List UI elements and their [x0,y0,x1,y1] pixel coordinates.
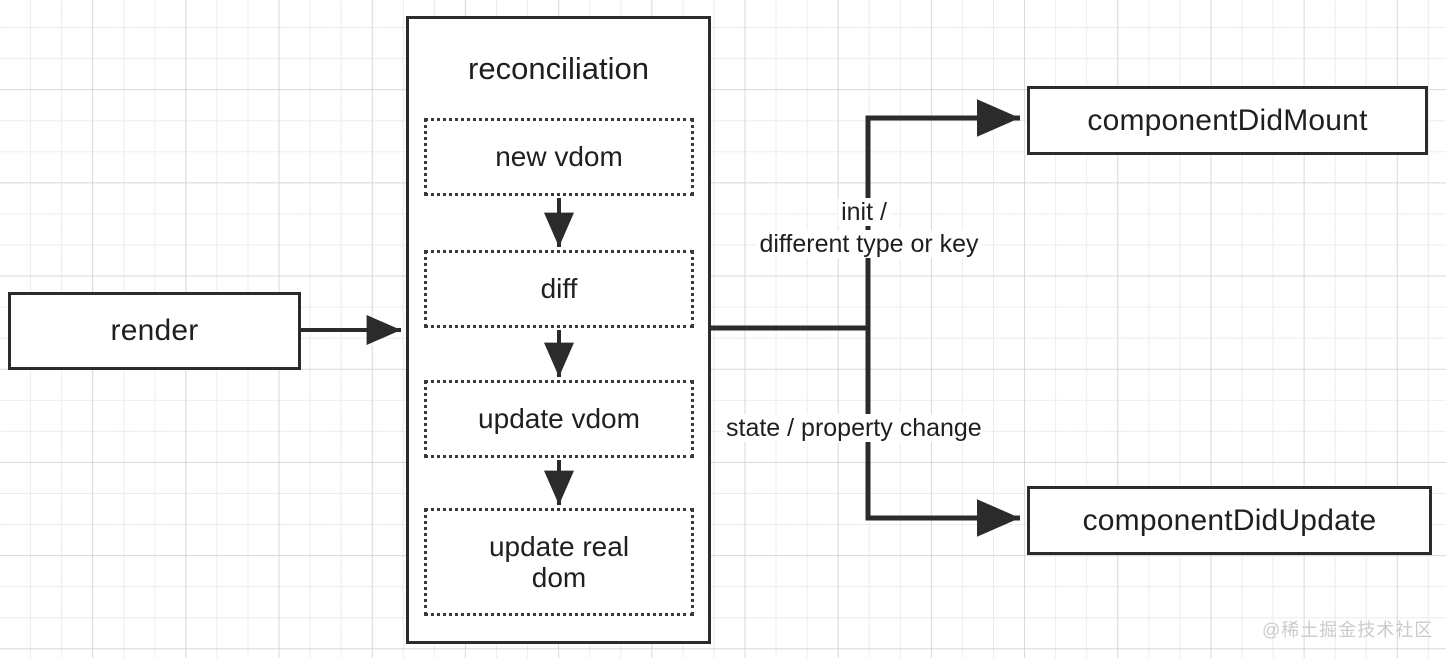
node-update-vdom[interactable]: update vdom [424,380,694,458]
node-new-vdom[interactable]: new vdom [424,118,694,196]
edge-label-init-line2: different type or key [724,228,1014,260]
watermark: @稀土掘金技术社区 [1262,620,1434,640]
node-render[interactable]: render [8,292,301,370]
edge-label-init-line1-text: init / [838,198,890,226]
node-component-did-update[interactable]: componentDidUpdate [1027,486,1432,555]
node-reconciliation-label: reconciliation [468,51,649,86]
node-update-real-dom[interactable]: update real dom [424,508,694,616]
edge-label-state-property-change: state / property change [723,412,985,444]
node-diff-label: diff [540,273,578,305]
node-update-real-dom-label: update real dom [488,530,630,593]
node-diff[interactable]: diff [424,250,694,328]
node-new-vdom-label: new vdom [495,141,623,173]
edge-label-init-line1: init / [724,196,1004,228]
node-render-label: render [110,314,199,347]
node-component-did-update-label: componentDidUpdate [1082,503,1377,537]
node-component-did-mount[interactable]: componentDidMount [1027,86,1428,155]
node-component-did-mount-label: componentDidMount [1087,103,1368,137]
node-update-vdom-label: update vdom [478,403,640,435]
edge-label-state-property-change-text: state / property change [723,414,985,442]
edge-label-init-line2-text: different type or key [756,230,982,258]
